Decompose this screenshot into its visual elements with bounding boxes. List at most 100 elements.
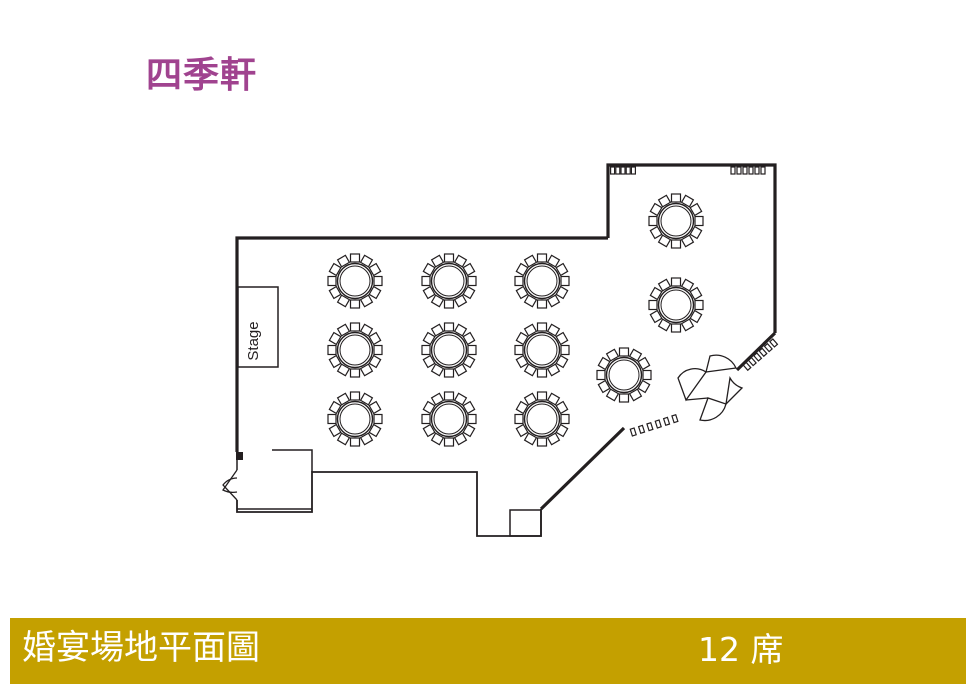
window-blind xyxy=(742,166,748,175)
table-top xyxy=(523,400,561,438)
chair-icon xyxy=(555,285,569,300)
chair-icon xyxy=(628,388,643,402)
chair-icon xyxy=(689,202,703,217)
table-edge xyxy=(660,205,692,237)
chair-icon xyxy=(349,437,361,447)
chair-icon xyxy=(597,356,611,371)
chair-icon xyxy=(462,423,476,438)
chair-icon xyxy=(467,344,477,356)
chair-icon xyxy=(689,309,703,324)
chair-icon xyxy=(422,285,436,300)
chair-icon xyxy=(422,400,436,415)
chair-icon xyxy=(536,322,548,332)
door-icon xyxy=(222,469,238,501)
chair-icon xyxy=(649,309,663,324)
table-top xyxy=(430,331,468,369)
chair-icon xyxy=(680,194,695,208)
chair-icon xyxy=(373,344,383,356)
chair-icon xyxy=(328,423,342,438)
chair-icon xyxy=(422,331,436,346)
table-top xyxy=(657,286,695,324)
table-top xyxy=(336,400,374,438)
round-table-icon xyxy=(648,193,704,249)
chair-icon xyxy=(462,400,476,415)
table-edge xyxy=(339,403,371,435)
chair-icon xyxy=(628,348,643,362)
chair-icon xyxy=(648,215,658,227)
window-blind xyxy=(630,166,637,175)
round-table-icon xyxy=(421,322,477,378)
window-blind xyxy=(625,166,631,175)
chair-icon xyxy=(670,193,682,203)
chair-icon xyxy=(523,254,538,268)
chair-icon xyxy=(680,318,695,332)
round-table-icon xyxy=(596,347,652,403)
window-blind xyxy=(662,416,671,427)
window-blind xyxy=(752,352,763,362)
chair-icon xyxy=(336,294,351,308)
chair-icon xyxy=(546,254,561,268)
chair-icon xyxy=(453,294,468,308)
chair-icon xyxy=(555,331,569,346)
chair-icon xyxy=(443,368,455,378)
table-top xyxy=(430,262,468,300)
chair-icon xyxy=(555,400,569,415)
window-blind xyxy=(763,342,773,353)
chair-icon xyxy=(430,254,445,268)
chair-icon xyxy=(555,423,569,438)
chair-icon xyxy=(421,344,431,356)
window-blind xyxy=(736,166,742,175)
floor-plan-walls xyxy=(235,163,777,537)
chair-icon xyxy=(336,392,351,406)
chair-icon xyxy=(649,225,663,240)
venue-title: 四季軒 xyxy=(146,55,258,96)
chair-icon xyxy=(514,275,524,287)
chair-icon xyxy=(523,363,538,377)
stage-label: Stage xyxy=(245,321,262,360)
chair-icon xyxy=(368,262,382,277)
chair-icon xyxy=(618,393,630,403)
chair-icon xyxy=(328,285,342,300)
window-blind xyxy=(637,424,646,435)
chair-icon xyxy=(670,323,682,333)
chair-icon xyxy=(430,323,445,337)
chair-icon xyxy=(618,347,630,357)
chair-icon xyxy=(523,323,538,337)
window-blind xyxy=(758,347,768,358)
chair-icon xyxy=(648,299,658,311)
tables xyxy=(327,193,704,447)
round-table-icon xyxy=(514,253,570,309)
chair-icon xyxy=(560,344,570,356)
chair-icon xyxy=(336,363,351,377)
service-box xyxy=(509,509,542,537)
chair-icon xyxy=(328,400,342,415)
window-blind xyxy=(654,419,662,429)
table-top xyxy=(523,331,561,369)
chair-icon xyxy=(462,262,476,277)
chair-icon xyxy=(689,286,703,301)
table-top xyxy=(523,262,561,300)
table-top xyxy=(336,262,374,300)
chair-icon xyxy=(546,323,561,337)
table-edge xyxy=(433,403,465,435)
window-top-right xyxy=(730,166,766,175)
chair-icon xyxy=(694,215,704,227)
chair-icon xyxy=(336,254,351,268)
window-blind xyxy=(768,338,779,348)
wall-diagonal-lower xyxy=(539,426,626,511)
chair-icon xyxy=(422,262,436,277)
chair-icon xyxy=(560,413,570,425)
chair-icon xyxy=(637,379,651,394)
chair-icon xyxy=(327,344,337,356)
chair-icon xyxy=(327,413,337,425)
chair-icon xyxy=(657,234,672,248)
window-blind xyxy=(742,361,752,372)
round-table-icon xyxy=(514,322,570,378)
chair-icon xyxy=(368,331,382,346)
chair-icon xyxy=(657,278,672,292)
chair-icon xyxy=(515,331,529,346)
window-blind xyxy=(629,427,637,437)
door-icon xyxy=(677,354,744,422)
wall-lower-left xyxy=(236,471,542,537)
chair-icon xyxy=(373,275,383,287)
